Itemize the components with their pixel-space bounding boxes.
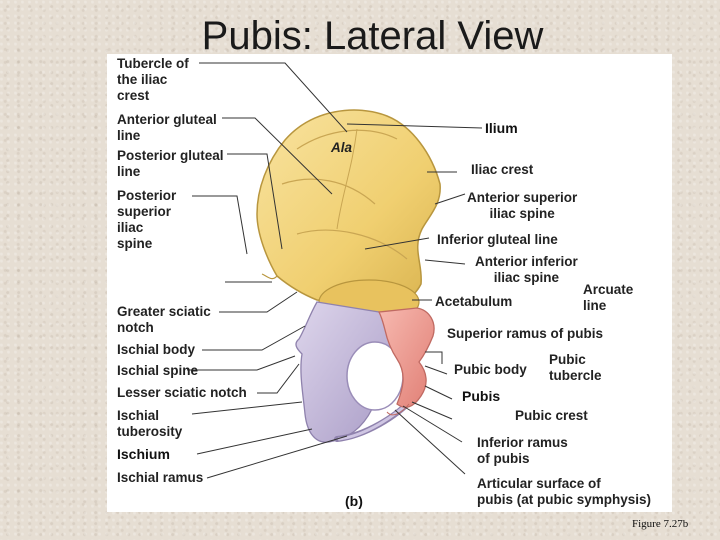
label-aiis: Anterior inferior iliac spine xyxy=(475,254,578,285)
label-arcuate-line: Arcuate line xyxy=(583,282,634,313)
label-ischium: Ischium xyxy=(117,446,170,462)
leader-lines xyxy=(187,62,483,479)
label-greater-sciatic-notch: Greater sciatic notch xyxy=(117,304,211,335)
label-pubic-tubercle: Pubic tubercle xyxy=(549,352,602,383)
figure-caption: Figure 7.27b xyxy=(632,518,689,530)
panel-label: (b) xyxy=(345,493,363,509)
label-ilium: Ilium xyxy=(485,120,518,136)
label-pubis: Pubis xyxy=(462,388,501,404)
label-asis: Anterior superior iliac spine xyxy=(467,190,578,221)
label-anterior-gluteal: Anterior gluteal line xyxy=(117,112,217,143)
label-articular-surface: Articular surface of pubis (at pubic sym… xyxy=(477,476,652,507)
label-tubercle: Tubercle of the iliac crest xyxy=(117,56,189,103)
label-inferior-gluteal-line: Inferior gluteal line xyxy=(437,232,558,247)
label-ischial-body: Ischial body xyxy=(117,342,196,357)
label-ischial-ramus: Ischial ramus xyxy=(117,470,204,485)
label-posterior-gluteal: Posterior gluteal line xyxy=(117,148,224,179)
label-inferior-ramus: Inferior ramus of pubis xyxy=(477,435,568,466)
label-pubic-body: Pubic body xyxy=(454,362,527,377)
label-acetabulum: Acetabulum xyxy=(435,294,513,309)
pubis-region xyxy=(377,307,435,408)
label-ischial-spine: Ischial spine xyxy=(117,363,199,378)
label-psis: Posterior superior iliac spine xyxy=(117,188,177,251)
label-superior-ramus: Superior ramus of pubis xyxy=(447,326,604,341)
label-pubic-crest: Pubic crest xyxy=(515,408,588,423)
label-lesser-sciatic-notch: Lesser sciatic notch xyxy=(117,385,247,400)
ilium-region xyxy=(256,109,441,307)
label-iliac-crest: Iliac crest xyxy=(471,162,534,177)
slide-title: Pubis: Lateral View xyxy=(201,14,544,58)
label-ala: Ala xyxy=(331,140,353,155)
hip-bone-illustration: (b) xyxy=(187,62,483,509)
figure-panel: (b) Tubercle of the iliac crest Anterior… xyxy=(107,54,672,512)
label-ischial-tuberosity: Ischial tuberosity xyxy=(117,408,183,439)
